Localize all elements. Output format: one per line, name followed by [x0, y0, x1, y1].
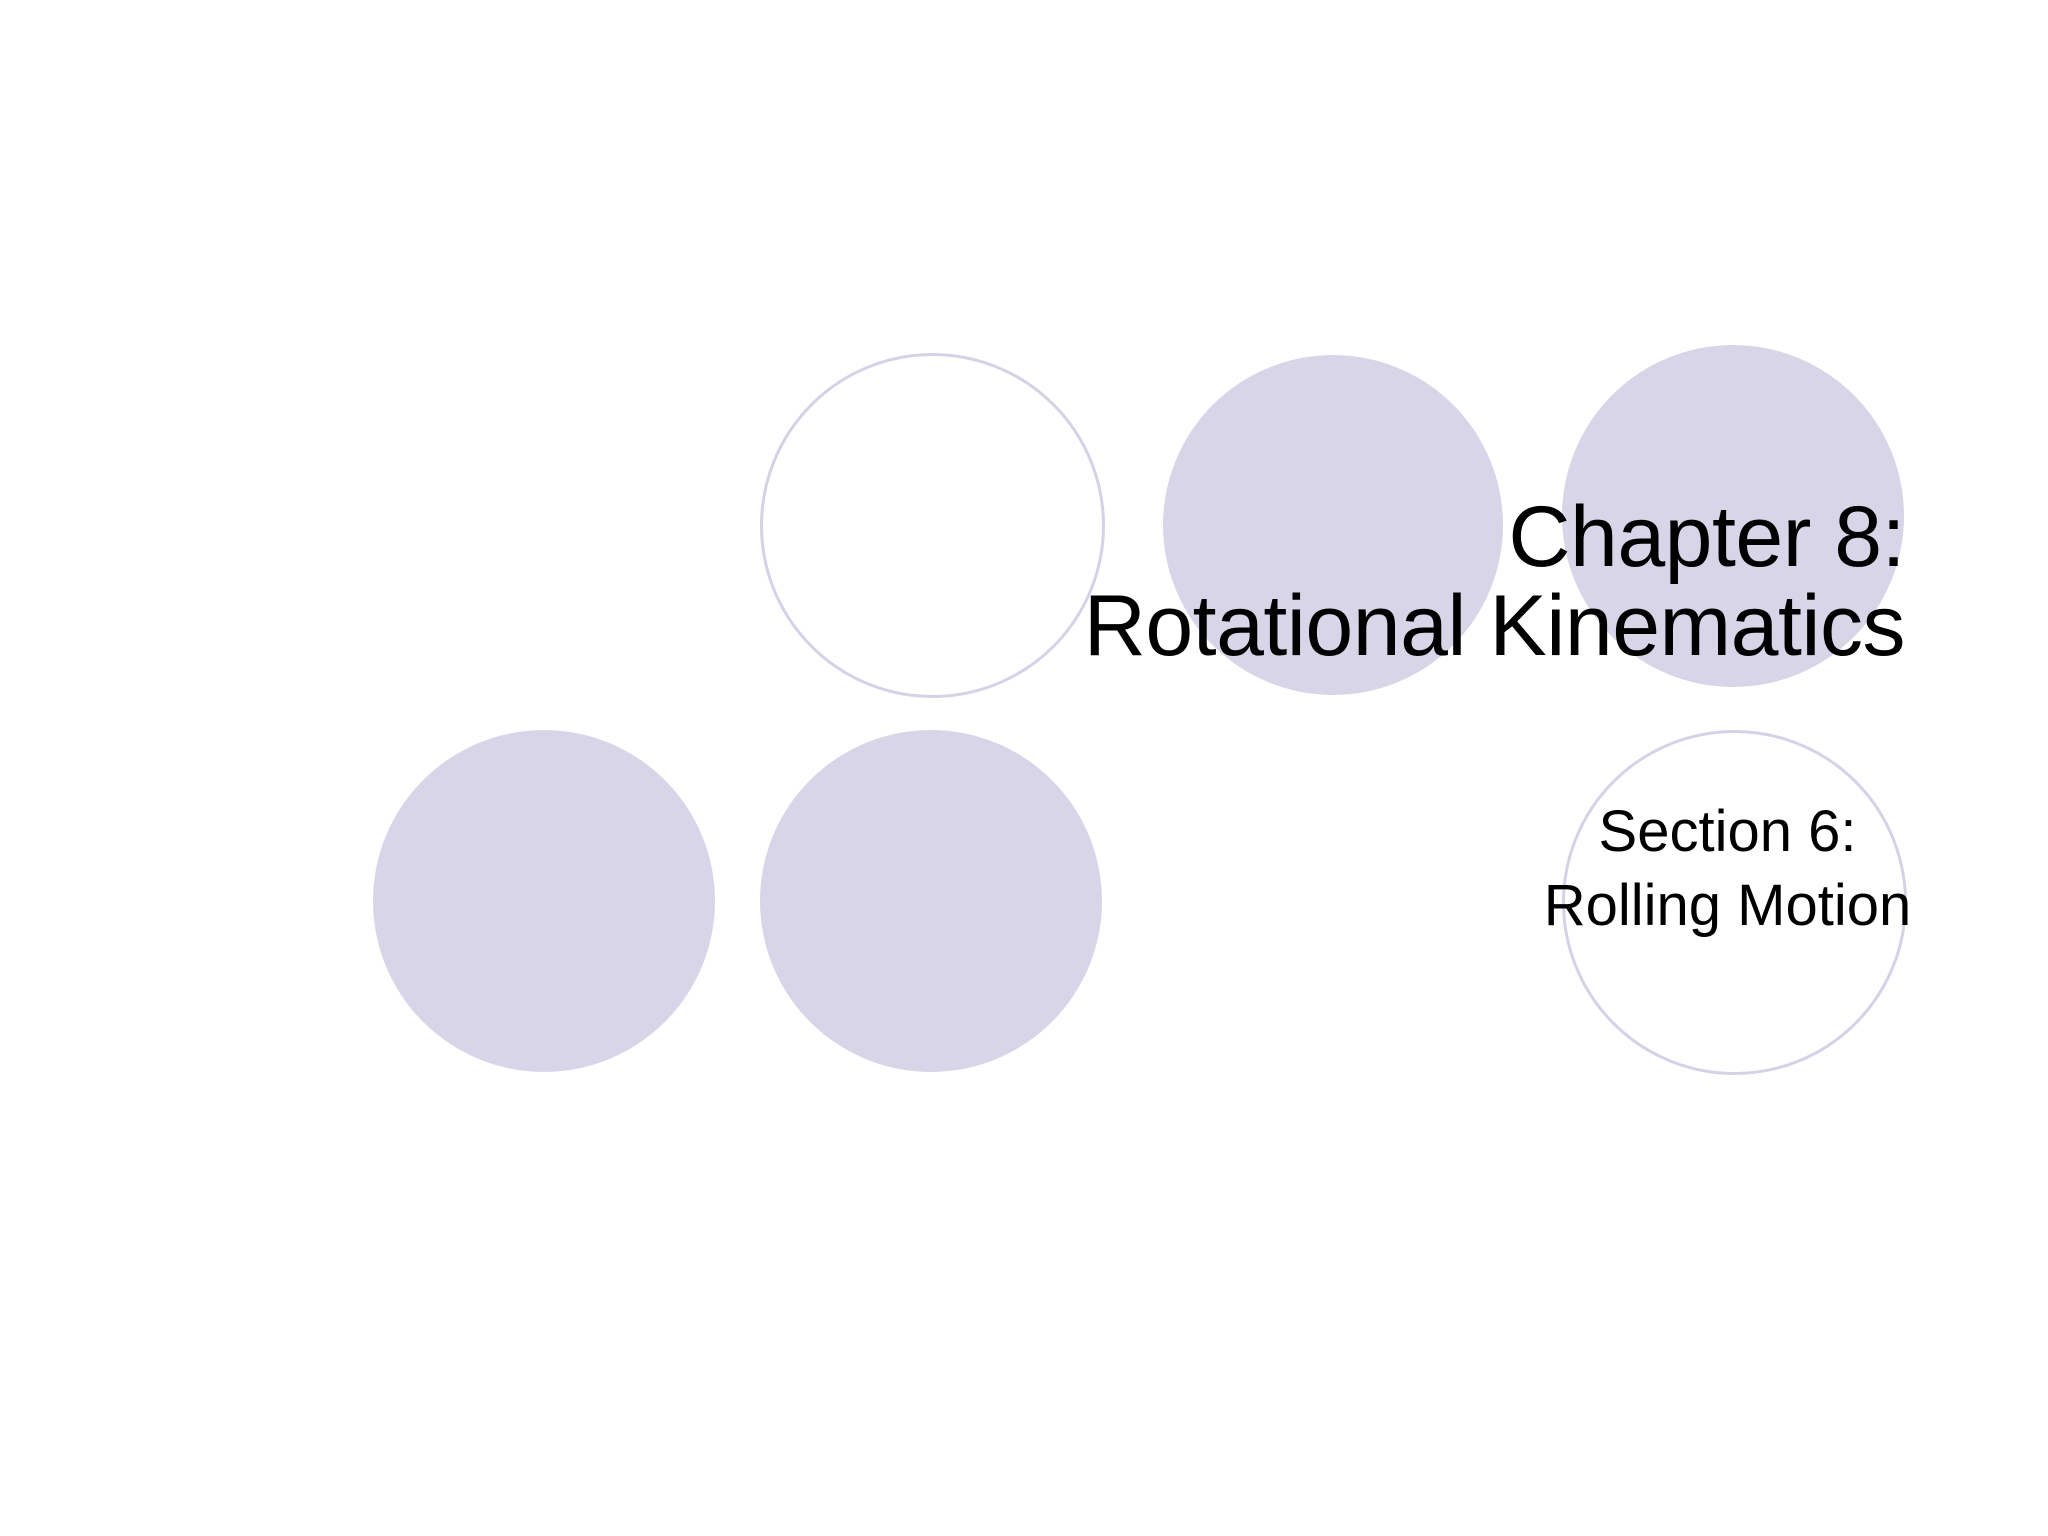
decorative-circle-filled-bottom-left: [373, 730, 715, 1072]
decorative-circle-filled-bottom-middle: [760, 730, 1102, 1072]
slide-subtitle-line-1: Section 6:: [1598, 799, 1857, 864]
slide-subtitle-line-2: Rolling Motion: [1543, 873, 1912, 939]
slide-title-line-1: Chapter 8:: [1508, 489, 1905, 585]
slide-title-line-2: Rotational Kinematics: [1083, 577, 1906, 674]
slide-subtitle: Section 6: Rolling Motion: [1360, 795, 2048, 943]
slide-title: Chapter 8: Rotational Kinematics: [600, 489, 1906, 674]
